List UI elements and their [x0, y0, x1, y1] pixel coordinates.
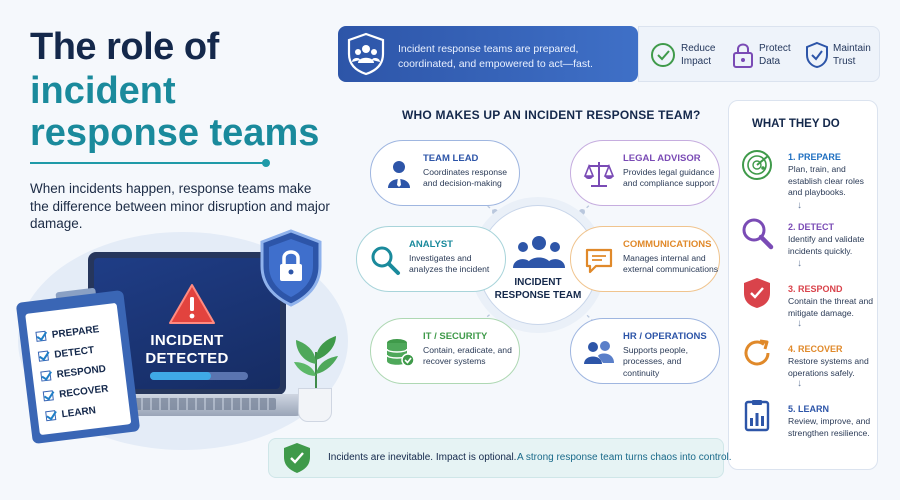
step-title: 1. PREPARE	[788, 152, 841, 162]
step-learn: 5. LEARN Review, improve, and strengthen…	[788, 404, 876, 439]
node-title: TEAM LEAD	[423, 153, 479, 164]
node-title: COMMUNICATIONS	[623, 239, 712, 250]
clock-check-icon	[651, 43, 675, 67]
step-arrow-icon: ↓	[797, 378, 802, 389]
steps-heading: WHAT THEY DO	[752, 118, 840, 130]
step-recover: 4. RECOVER Restore systems and operation…	[788, 344, 876, 379]
laptop-keyboard	[98, 398, 276, 410]
magnifier-icon	[371, 246, 400, 275]
scales-icon	[583, 162, 615, 187]
page-title-line-2: incident	[30, 70, 176, 112]
benefit-label-line-1: Reduce	[681, 43, 716, 54]
incident-line-1: INCIDENT	[150, 332, 224, 349]
step-title: 2. DETECT	[788, 222, 835, 232]
warning-triangle-icon	[169, 284, 215, 324]
team-node-it-security: IT / SECURITY Contain, eradicate, and re…	[370, 318, 520, 384]
mission-banner	[338, 26, 638, 82]
benefit-label-line-1: Protect	[759, 43, 791, 54]
step-description: Restore systems and operations safely.	[788, 356, 869, 378]
plant-icon	[294, 336, 338, 390]
mission-text: Incident response teams are prepared, co…	[398, 43, 593, 71]
shield-lock-icon	[260, 229, 322, 307]
team-node-communications: COMMUNICATIONS Manages internal and exte…	[570, 226, 720, 292]
shield-check-icon	[744, 278, 770, 308]
node-title: ANALYST	[409, 239, 453, 250]
title-divider-dot	[262, 159, 270, 167]
step-title: 3. RESPOND	[788, 284, 843, 294]
shield-team-icon	[347, 32, 385, 76]
team-group-icon	[513, 236, 565, 268]
step-title: 4. RECOVER	[788, 344, 843, 354]
people-icon	[584, 341, 614, 364]
checklist-clipboard: PREPARE DETECT RESPOND RECOVER LEARN	[15, 289, 141, 445]
team-node-analyst: ANALYST Investigates and analyzes the in…	[356, 226, 506, 292]
shield-check-icon	[284, 443, 310, 473]
node-title: HR / OPERATIONS	[623, 331, 707, 342]
benefit-label-line-2: Trust	[833, 56, 856, 67]
team-node-legal: LEGAL ADVISOR Provides legal guidance an…	[570, 140, 720, 206]
node-description: Supports people, processes, and continui…	[623, 345, 688, 378]
magnifier-icon	[742, 218, 774, 250]
step-arrow-icon: ↓	[797, 318, 802, 329]
step-arrow-icon: ↓	[797, 200, 802, 211]
scan-progress-bar	[150, 372, 248, 380]
lock-icon	[733, 43, 753, 68]
hub-label-line-1: INCIDENT	[514, 277, 562, 288]
team-node-hr-operations: HR / OPERATIONS Supports people, process…	[570, 318, 720, 384]
benefit-label-line-2: Impact	[681, 56, 712, 67]
report-icon	[744, 400, 770, 432]
footer-banner	[268, 438, 724, 478]
step-detect: 2. DETECT Identify and validate incident…	[788, 222, 876, 257]
team-node-lead: TEAM LEAD Coordinates response and decis…	[370, 140, 520, 206]
plant-pot	[298, 388, 332, 422]
person-icon	[388, 161, 410, 188]
shield-check-icon	[806, 41, 828, 69]
incident-line-2: DETECTED	[145, 350, 229, 367]
page-title-line-1: The role of	[30, 26, 219, 68]
node-title: LEGAL ADVISOR	[623, 153, 701, 164]
benefit-label-line-1: Maintain	[833, 43, 871, 54]
step-description: Plan, train, and establish clear roles a…	[788, 164, 864, 198]
refresh-icon	[744, 339, 770, 366]
step-arrow-icon: ↓	[797, 258, 802, 269]
step-prepare: 1. PREPARE Plan, train, and establish cl…	[788, 152, 876, 199]
radar-icon	[742, 150, 772, 180]
title-divider	[30, 162, 266, 164]
node-description: Manages internal and external communicat…	[623, 253, 719, 275]
intro-text: When incidents happen, response teams ma…	[30, 181, 330, 232]
step-description: Review, improve, and strengthen resilien…	[788, 416, 871, 438]
footer-tagline: A strong response team turns chaos into …	[517, 452, 732, 463]
server-icon	[386, 339, 415, 367]
hub-label-line-2: RESPONSE TEAM	[494, 290, 582, 301]
laptop-screen: INCIDENT DETECTED	[88, 252, 286, 395]
chat-bubble-icon	[585, 248, 613, 274]
team-section-heading: WHO MAKES UP AN INCIDENT RESPONSE TEAM?	[402, 108, 701, 122]
page-title-line-3: response teams	[30, 112, 320, 154]
node-description: Coordinates response and decision-making	[423, 167, 508, 189]
step-respond: 3. RESPOND Contain the threat and mitiga…	[788, 284, 876, 319]
incident-detected-text: INCIDENT DETECTED	[94, 332, 280, 368]
benefit-label-line-2: Data	[759, 56, 781, 67]
footer-statement: Incidents are inevitable. Impact is opti…	[328, 452, 517, 463]
node-description: Provides legal guidance and compliance s…	[623, 167, 715, 189]
step-title: 5. LEARN	[788, 404, 830, 414]
step-description: Contain the threat and mitigate damage.	[788, 296, 874, 318]
step-description: Identify and validate incidents quickly.	[788, 234, 865, 256]
node-description: Investigates and analyzes the incident	[409, 253, 490, 275]
node-title: IT / SECURITY	[423, 331, 488, 342]
node-description: Contain, eradicate, and recover systems	[423, 345, 512, 367]
